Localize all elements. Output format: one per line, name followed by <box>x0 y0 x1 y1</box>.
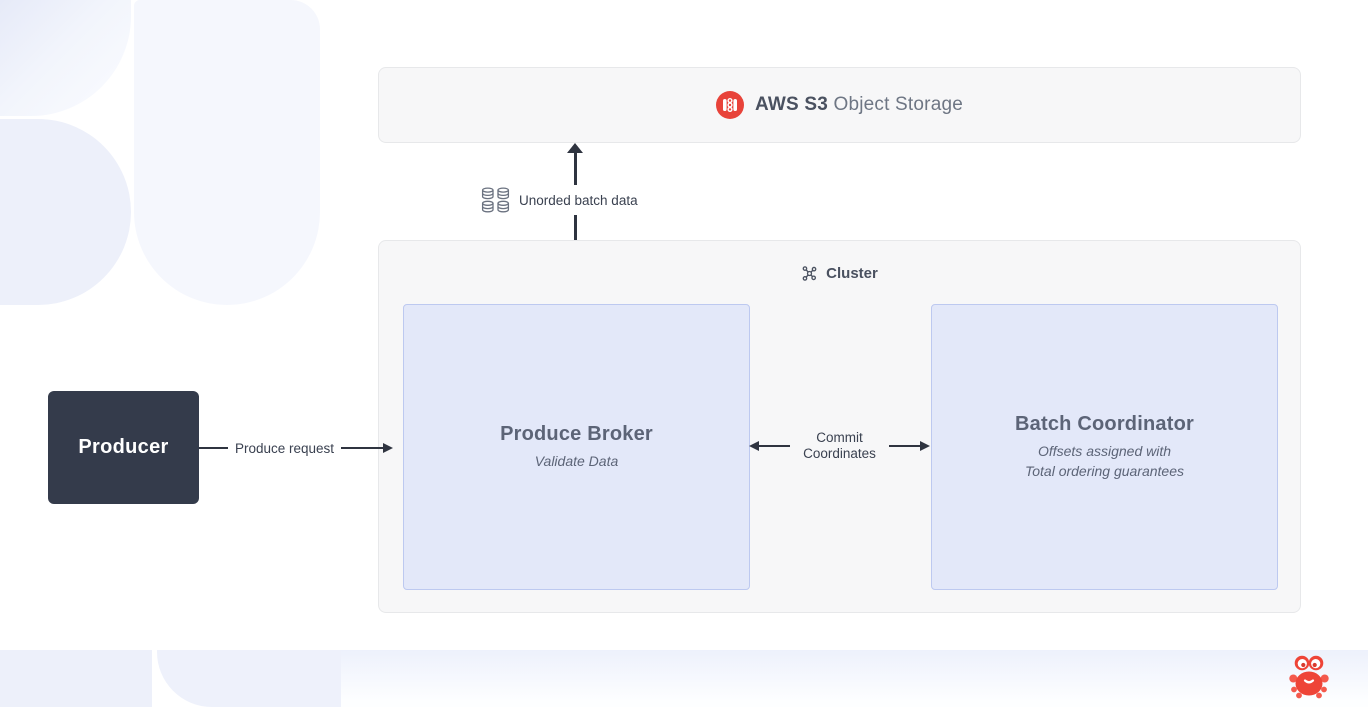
s3-storage-box: AWS S3 Object Storage <box>378 67 1301 143</box>
s3-label-text: Object Storage <box>833 94 964 115</box>
produce-request-edge: Produce request <box>199 438 393 458</box>
commit-line-left <box>759 444 790 447</box>
arrowhead-up-icon <box>567 143 583 153</box>
unordered-batch-text: Unorded batch data <box>519 192 638 208</box>
arrowhead-right-icon <box>920 440 930 451</box>
node-producer: Producer <box>48 391 199 504</box>
cluster-network-icon <box>801 265 818 282</box>
unordered-batch-arrow-line <box>574 152 577 303</box>
node-produce-broker: Produce Broker Validate Data <box>403 304 750 590</box>
arrowhead-left-icon <box>749 440 759 451</box>
arrowhead-right-icon <box>383 443 393 453</box>
s3-brand-text: AWS S3 <box>754 94 828 115</box>
batch-coordinator-subtitle: Offsets assigned with Total ordering gua… <box>1025 441 1184 481</box>
commit-coordinates-label: Commit Coordinates <box>790 430 889 462</box>
batch-coordinator-subtitle-line1: Offsets assigned with <box>1037 443 1172 459</box>
bottom-strip-left <box>0 650 152 707</box>
produce-request-label: Produce request <box>235 440 335 456</box>
commit-label-line1: Commit <box>816 429 863 445</box>
bottom-strip-middle <box>157 650 341 707</box>
producer-label: Producer <box>78 436 169 458</box>
produce-broker-title: Produce Broker <box>500 423 653 445</box>
cluster-header: Cluster <box>379 265 1300 282</box>
decor-shape-capsule <box>134 0 320 305</box>
bottom-strip-right <box>341 650 1368 707</box>
crab-icon <box>1287 654 1331 700</box>
batch-coordinator-subtitle-line2: Total ordering guarantees <box>1024 463 1185 479</box>
decor-shape-top-left <box>0 0 131 116</box>
produce-request-line-right <box>341 447 383 449</box>
database-grid-icon <box>481 186 510 214</box>
produce-request-line-left <box>199 447 228 449</box>
s3-box-title: AWS S3 Object Storage <box>755 94 963 116</box>
batch-coordinator-title: Batch Coordinator <box>1015 413 1194 435</box>
commit-line-right <box>889 444 920 447</box>
node-batch-coordinator: Batch Coordinator Offsets assigned with … <box>931 304 1278 590</box>
commit-coordinates-edge: Commit Coordinates <box>749 427 930 464</box>
cluster-box: Cluster Produce Broker Validate Data Bat… <box>378 240 1301 613</box>
s3-bucket-icon <box>715 91 744 119</box>
cluster-label: Cluster <box>826 265 878 282</box>
commit-label-line2: Coordinates <box>803 445 876 461</box>
produce-broker-subtitle: Validate Data <box>534 453 619 469</box>
unordered-batch-label: Unorded batch data <box>478 185 641 215</box>
decor-shape-left <box>0 119 131 305</box>
